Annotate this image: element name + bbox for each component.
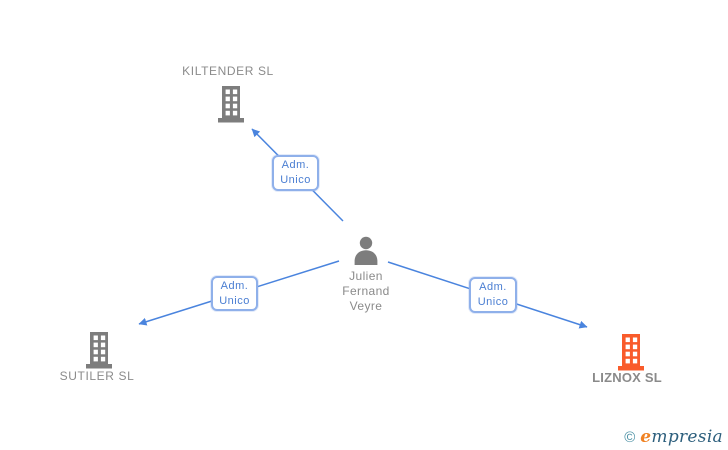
copyright-icon: ©	[624, 429, 636, 446]
company-label-sutiler[interactable]: SUTILER SL	[59, 369, 135, 383]
edge-label-adm-unico-top: Adm. Unico	[272, 155, 319, 191]
person-name[interactable]: Julien Fernand Veyre	[342, 269, 390, 313]
empresia-watermark: © empresia	[624, 427, 723, 447]
building-icon[interactable]	[82, 330, 116, 370]
building-icon[interactable]	[214, 84, 248, 124]
brand-rest: mpresia	[651, 427, 723, 447]
company-label-liznox[interactable]: LIZNOX SL	[592, 370, 662, 385]
company-label-kiltender[interactable]: KILTENDER SL	[182, 64, 274, 78]
brand-wordmark: empresia	[640, 427, 723, 447]
building-icon[interactable]	[614, 332, 648, 372]
person-icon[interactable]	[351, 236, 381, 266]
edge-label-adm-unico-left: Adm. Unico	[211, 276, 258, 311]
brand-initial: e	[640, 427, 652, 447]
edge-label-adm-unico-right: Adm. Unico	[469, 277, 517, 313]
